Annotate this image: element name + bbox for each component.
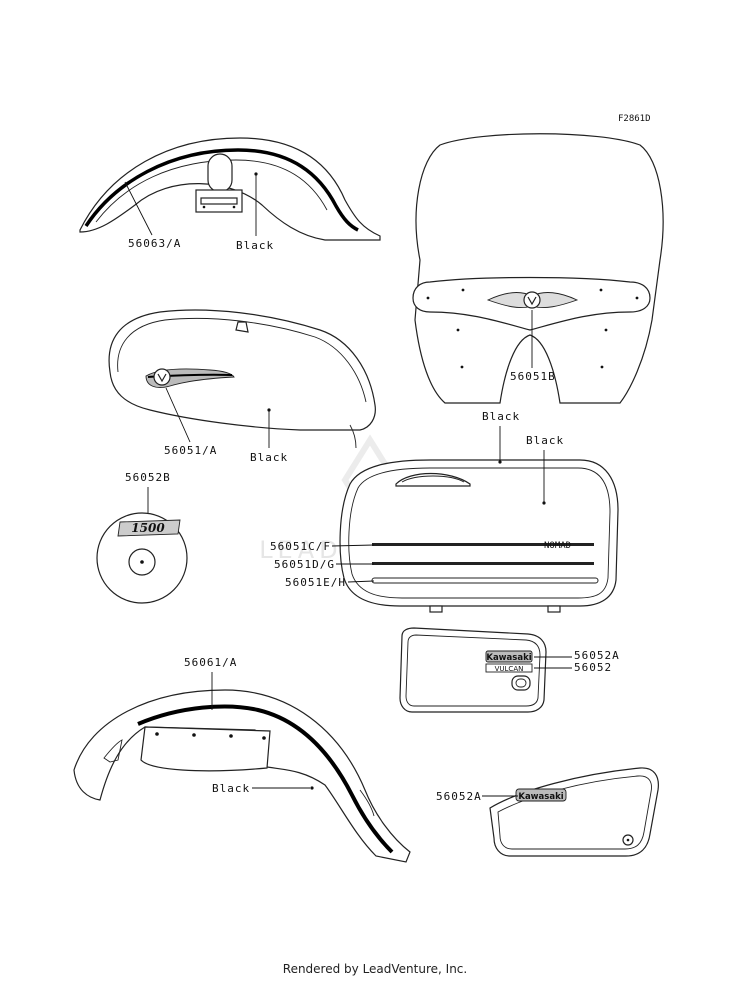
label-saddlebag-color-1: Black <box>482 410 520 423</box>
label-tank-badge: 56052B <box>125 471 171 484</box>
label-front-fender-color: Black <box>236 239 274 252</box>
label-windshield-emblem: 56051B <box>510 370 556 383</box>
side-cover-upper[interactable]: Kawasaki VULCAN <box>399 627 547 713</box>
windshield[interactable] <box>412 133 664 404</box>
label-rear-fender-color: Black <box>212 782 250 795</box>
leader-56063a <box>124 181 153 236</box>
brand-name-upper: Kawasaki <box>486 653 531 663</box>
label-side-cover-emblem: 56052 <box>574 661 612 674</box>
label-tank-color: Black <box>250 451 288 464</box>
brand-name-lower: Kawasaki <box>518 792 563 802</box>
label-front-fender-decal: 56063/A <box>128 237 181 250</box>
footer-credit: Rendered by LeadVenture, Inc. <box>282 962 468 976</box>
side-cover-lower[interactable]: Kawasaki <box>489 767 659 857</box>
label-rear-fender-decal: 56061/A <box>184 656 237 669</box>
tank-badge[interactable]: 1500 <box>96 512 188 604</box>
label-tank-emblem: 56051/A <box>164 444 217 457</box>
saddlebag-script: NOMAD <box>544 541 571 551</box>
label-saddlebag-color-2: Black <box>526 434 564 447</box>
figure-code: F2861D <box>618 114 651 124</box>
saddlebag[interactable]: NOMAD <box>339 459 619 613</box>
label-side-cover-2-emblem-a: 56052A <box>436 790 482 803</box>
model-name: VULCAN <box>495 665 524 673</box>
rear-fender[interactable] <box>73 689 411 863</box>
badge-text: 1500 <box>131 521 165 535</box>
label-saddlebag-stripe-1: 56051C/F <box>270 540 331 553</box>
leader-56051a <box>165 387 191 443</box>
fuel-tank[interactable] <box>108 309 376 449</box>
label-saddlebag-stripe-3: 56051E/H <box>285 576 346 589</box>
front-fender[interactable] <box>79 137 381 241</box>
leader-saddlebag-stripe-3 <box>347 580 375 583</box>
leader-saddlebag-stripe-1 <box>331 544 375 547</box>
label-saddlebag-stripe-2: 56051D/G <box>274 558 335 571</box>
label-side-cover-emblem-a: 56052A <box>574 649 620 662</box>
